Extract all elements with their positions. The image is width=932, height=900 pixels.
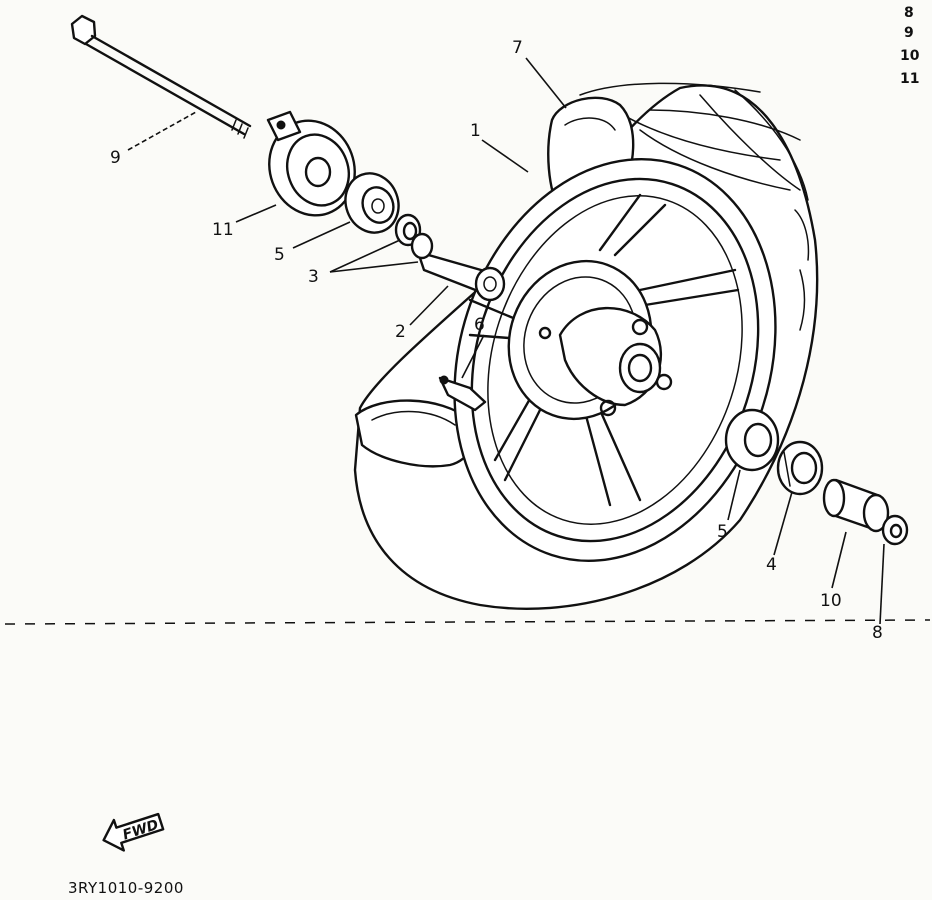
callout-8: 8 — [872, 623, 883, 643]
side-index-11: 11 — [900, 71, 919, 87]
side-index-10: 10 — [900, 48, 920, 64]
tire-valve — [438, 375, 487, 412]
fwd-label: FWD — [121, 817, 161, 844]
side-index-9: 9 — [904, 25, 914, 41]
bearing-right — [724, 408, 780, 472]
wheel-hub — [507, 259, 673, 421]
part-code: 3RY1010-9200 — [68, 879, 184, 897]
callout-5-left: 5 — [274, 245, 285, 265]
leader-lines — [127, 57, 885, 625]
callout-10: 10 — [820, 591, 842, 611]
callout-4: 4 — [766, 555, 777, 575]
collar-right — [822, 478, 890, 533]
side-index-8: 8 — [904, 5, 914, 21]
callout-11: 11 — [212, 220, 234, 240]
speedometer-gear-unit — [266, 110, 356, 217]
reference-dashed-line — [4, 619, 931, 625]
callout-3: 3 — [308, 267, 319, 287]
callout-5-right: 5 — [717, 522, 728, 542]
axle-bolt — [70, 14, 252, 139]
bearing-left — [344, 172, 400, 234]
oil-seal — [776, 440, 824, 496]
callout-6: 6 — [474, 315, 485, 335]
collar — [410, 232, 506, 302]
callout-2: 2 — [395, 322, 406, 342]
fwd-arrow: FWD — [102, 812, 165, 852]
axle-nut — [881, 514, 909, 546]
callout-9: 9 — [110, 148, 121, 168]
callout-7: 7 — [512, 38, 523, 58]
callout-1: 1 — [470, 121, 481, 141]
